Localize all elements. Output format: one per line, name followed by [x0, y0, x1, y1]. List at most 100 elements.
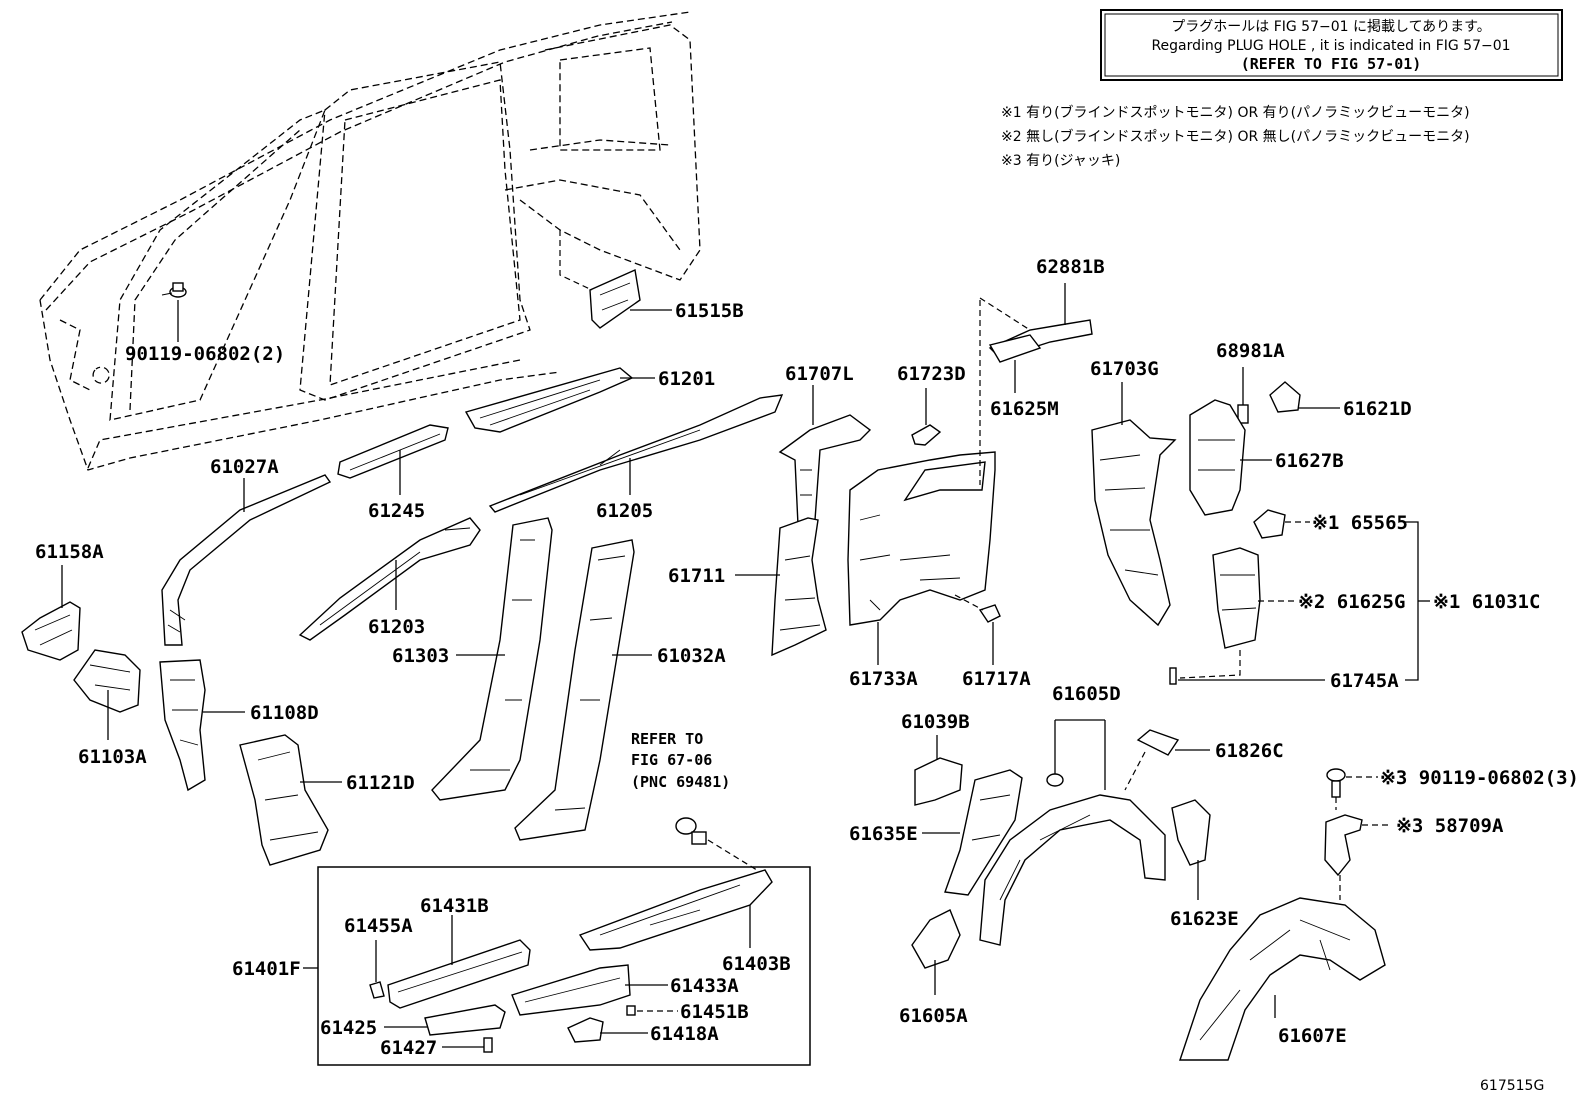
part-61205	[488, 394, 784, 513]
part-61621D	[1269, 381, 1340, 413]
part-61745A	[1169, 667, 1325, 685]
label-61201: 61201	[658, 368, 715, 390]
part-61121D	[239, 734, 342, 866]
label-61625G: ※2 61625G	[1298, 591, 1405, 613]
part-61245	[337, 424, 449, 495]
part-61635E	[922, 769, 1023, 896]
part-61826C	[1124, 729, 1210, 791]
condition-3: ※3 有り(ジャッキ)	[1001, 153, 1120, 169]
condition-2: ※2 無し(ブラインドスポットモニタ) OR 無し(パノラミックビューモニタ)	[1001, 128, 1470, 145]
label-61723D: 61723D	[897, 363, 966, 385]
label-61745A: 61745A	[1330, 670, 1399, 692]
refer-line-3: (PNC 69481)	[631, 773, 730, 791]
part-58709A	[1324, 814, 1392, 900]
label-61031C: ※1 61031C	[1433, 591, 1540, 613]
label-61108D: 61108D	[250, 702, 319, 724]
label-61605A: 61605A	[899, 1005, 968, 1027]
part-61625M	[988, 334, 1042, 393]
label-61303: 61303	[392, 645, 449, 667]
part-61108D	[159, 659, 245, 792]
rocker-group	[303, 866, 811, 1066]
label-58709A: ※3 58709A	[1396, 815, 1504, 837]
plug-hole-notice: プラグホールは FIG 57−01 に掲載してあります。 Regarding P…	[1100, 9, 1563, 81]
refer-line-2: FIG 67-06	[631, 751, 712, 769]
part-61625G	[1179, 547, 1295, 679]
label-61403B: 61403B	[722, 953, 791, 975]
label-61039B: 61039B	[901, 711, 970, 733]
label-90119-06802-3: ※3 90119-06802(3)	[1380, 767, 1579, 789]
label-61733A: 61733A	[849, 668, 918, 690]
label-61717A: 61717A	[962, 668, 1031, 690]
bolt-90119-06802-3	[1326, 768, 1378, 810]
label-65565: ※1 65565	[1312, 512, 1408, 534]
part-61605D	[979, 719, 1166, 946]
notice-line-3: (REFER TO FIG 57-01)	[1241, 55, 1422, 73]
part-65565	[1253, 509, 1430, 681]
label-61427: 61427	[380, 1037, 437, 1059]
part-61607E	[1179, 897, 1386, 1061]
part-61403B	[578, 869, 773, 951]
label-61245: 61245	[368, 500, 425, 522]
part-61427	[442, 1037, 493, 1053]
label-61431B: 61431B	[420, 895, 489, 917]
refer-note: REFER TO FIG 67-06 (PNC 69481)	[631, 730, 730, 791]
label-61158A: 61158A	[35, 541, 104, 563]
label-61205: 61205	[596, 500, 653, 522]
part-61027A	[161, 474, 332, 646]
part-61623E	[1171, 799, 1211, 900]
label-61621D: 61621D	[1343, 398, 1412, 420]
part-61515B	[559, 230, 672, 329]
part-68981A	[1237, 367, 1249, 424]
label-61425: 61425	[320, 1017, 377, 1039]
clip-69481	[675, 817, 766, 876]
part-61039B	[914, 735, 963, 806]
label-68981A: 68981A	[1216, 340, 1285, 362]
label-61707L: 61707L	[785, 363, 854, 385]
part-61711	[735, 517, 827, 657]
part-61717A	[954, 594, 1001, 665]
part-61723D	[911, 388, 942, 446]
label-61027A: 61027A	[210, 456, 279, 478]
label-62881B: 62881B	[1036, 256, 1105, 278]
label-61032A: 61032A	[657, 645, 726, 667]
part-61203	[298, 517, 481, 641]
part-61303	[431, 517, 553, 801]
part-61418A	[567, 1017, 648, 1043]
part-61455A	[369, 940, 385, 999]
bolt-90119-06802-2	[161, 282, 187, 342]
label-61703G: 61703G	[1090, 358, 1159, 380]
label-61418A: 61418A	[650, 1023, 719, 1045]
notice-line-2: Regarding PLUG HOLE , it is indicated in…	[1151, 38, 1510, 54]
label-61203: 61203	[368, 616, 425, 638]
refer-line-1: REFER TO	[631, 730, 703, 748]
part-61707L	[778, 385, 872, 526]
label-61826C: 61826C	[1215, 740, 1284, 762]
label-61623E: 61623E	[1170, 908, 1239, 930]
label-61515B: 61515B	[675, 300, 744, 322]
label-61711: 61711	[668, 565, 725, 587]
body-side-outer-outline	[39, 11, 701, 471]
part-61431B	[387, 915, 531, 1009]
part-61433A	[511, 964, 668, 1016]
label-61635E: 61635E	[849, 823, 918, 845]
part-61703G	[1091, 382, 1177, 627]
part-61425	[384, 1004, 506, 1036]
part-61032A	[514, 539, 652, 841]
label-61607E: 61607E	[1278, 1025, 1347, 1047]
part-61451B	[626, 1005, 678, 1016]
part-61605A	[911, 909, 961, 995]
label-61433A: 61433A	[670, 975, 739, 997]
figure-id: 617515G	[1480, 1078, 1544, 1094]
label-61605D: 61605D	[1052, 683, 1121, 705]
label-61103A: 61103A	[78, 746, 147, 768]
part-61201	[464, 367, 655, 433]
part-61733A	[847, 300, 996, 665]
notice-line-1: プラグホールは FIG 57−01 に掲載してあります。	[1171, 19, 1491, 35]
part-61158A	[21, 565, 81, 661]
label-61451B: 61451B	[680, 1001, 749, 1023]
condition-1: ※1 有り(ブラインドスポットモニタ) OR 有り(パノラミックビューモニタ)	[1001, 104, 1470, 121]
label-61627B: 61627B	[1275, 450, 1344, 472]
label-61401F: 61401F	[232, 958, 301, 980]
label-90119-06802-2: 90119-06802(2)	[125, 343, 285, 365]
